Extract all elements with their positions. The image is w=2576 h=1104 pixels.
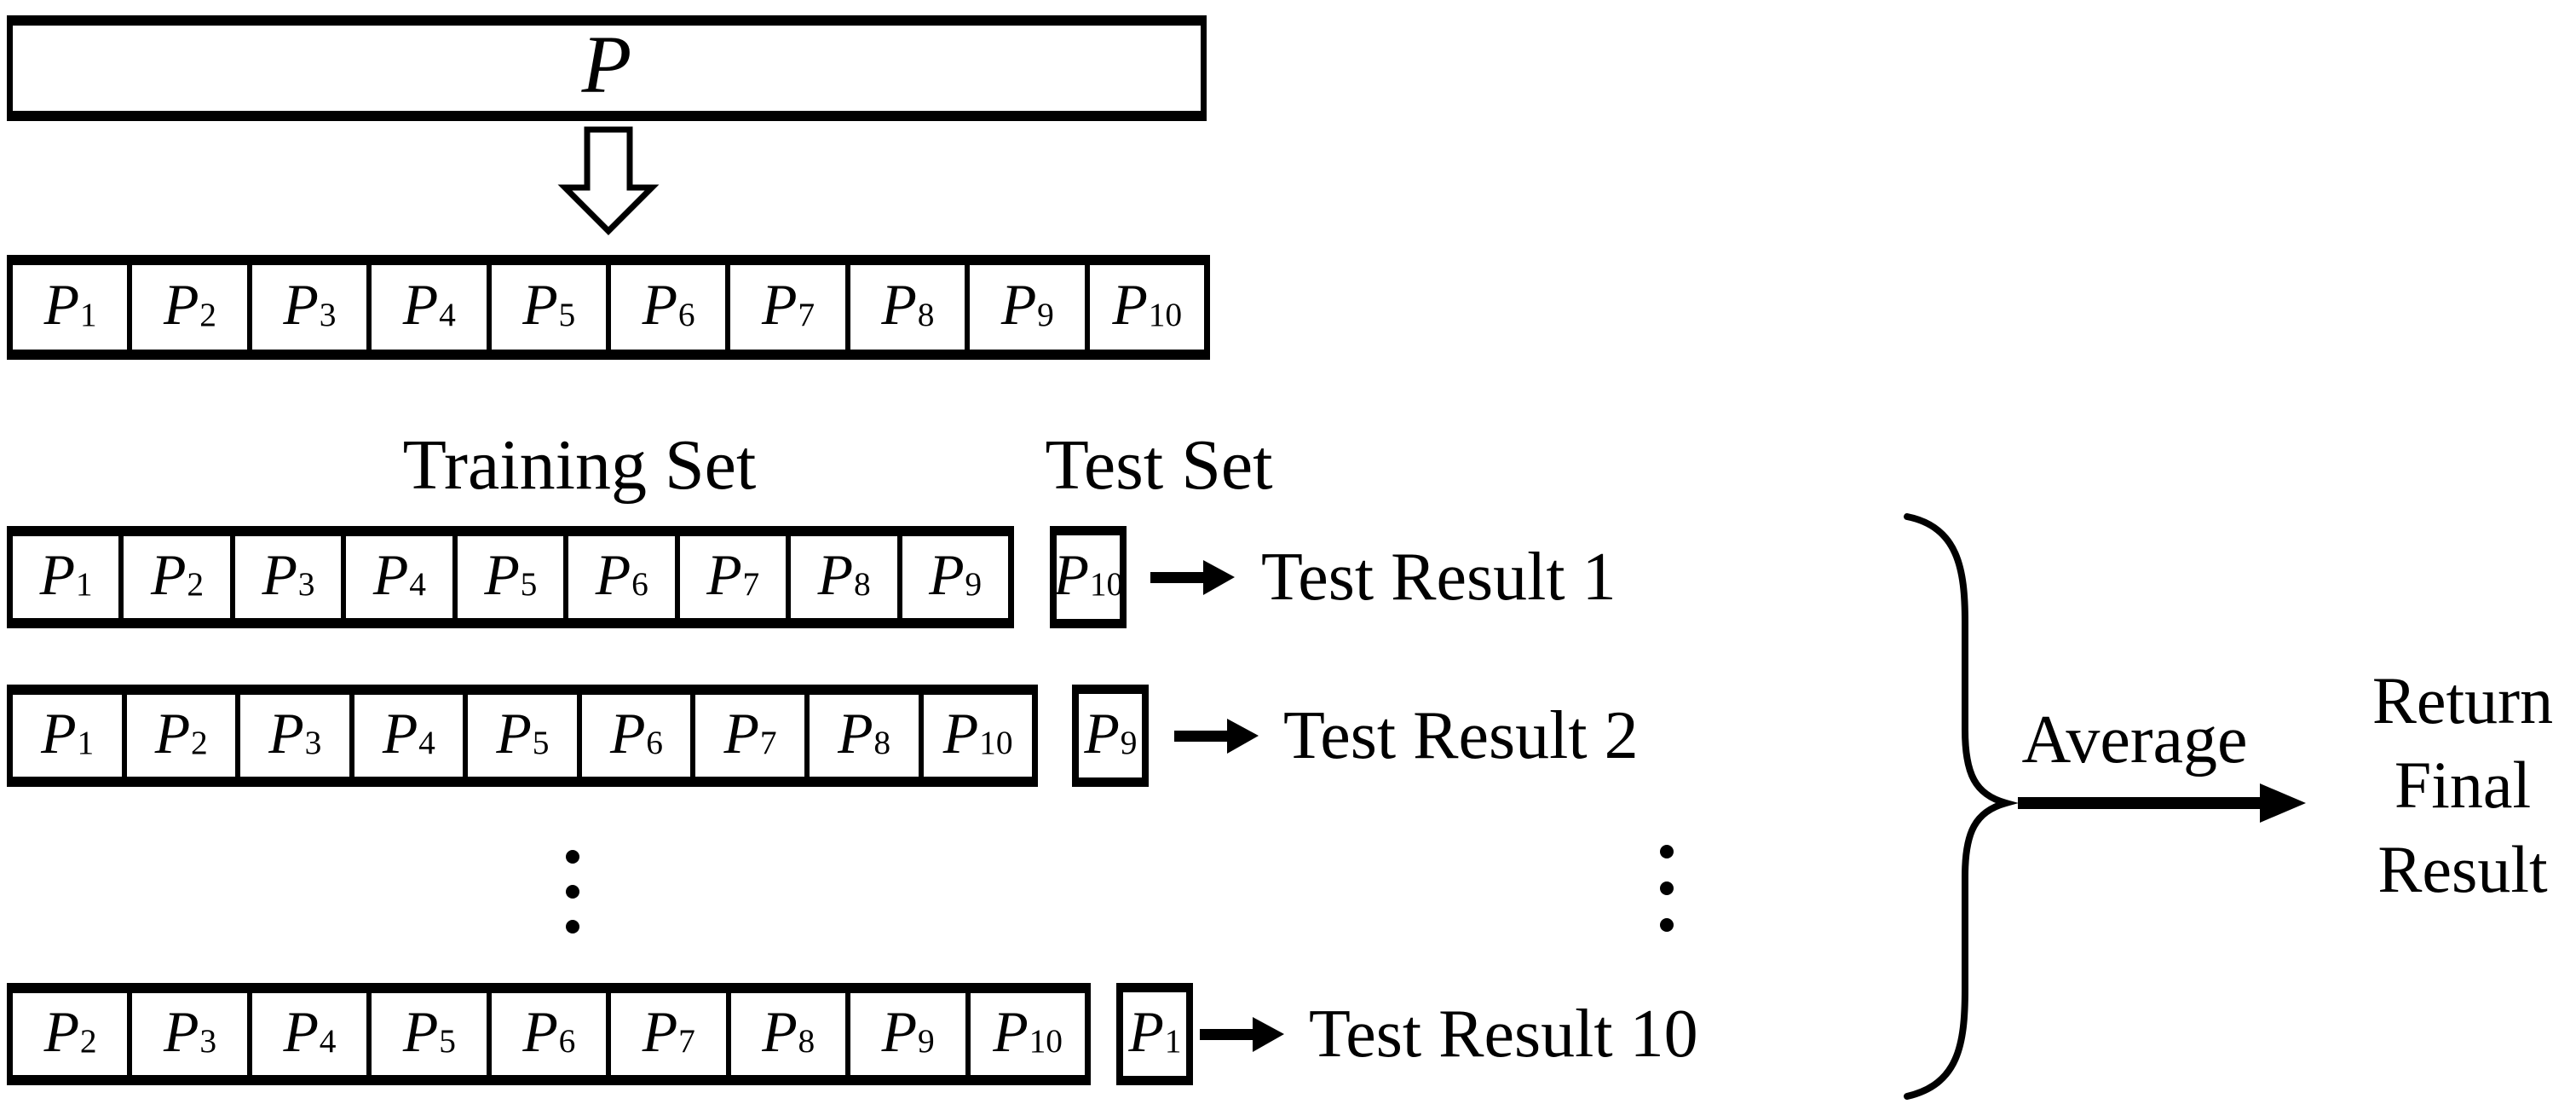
average-arrow-icon: [2018, 783, 2306, 823]
folds-ellipsis-dot: [566, 850, 579, 864]
fold-10-result-label: Test Result 10: [1309, 997, 1698, 1072]
fold-1-arrow-icon: [1150, 560, 1235, 595]
folds-ellipsis-dot: [566, 920, 579, 933]
full-dataset-box: P: [7, 15, 1207, 121]
fold-2-arrow-icon: [1174, 719, 1259, 754]
split-down-arrow-icon: [557, 126, 660, 235]
fold-2-result-label: Test Result 2: [1283, 698, 1639, 773]
final-result-line: Final: [2394, 748, 2532, 822]
average-label: Average: [2021, 702, 2248, 777]
final-result-line: Return: [2371, 663, 2554, 737]
test-set-heading: Test Set: [1045, 425, 1273, 505]
results-ellipsis-dot: [1660, 881, 1674, 895]
results-ellipsis-dot: [1660, 918, 1674, 932]
fold-1-result-label: Test Result 1: [1261, 540, 1616, 615]
final-result-label: Return Final Result: [2339, 658, 2576, 911]
folds-ellipsis-dot: [566, 885, 579, 899]
grouping-brace: [1904, 513, 2019, 1100]
full-dataset-label: P: [581, 18, 632, 110]
final-result-line: Result: [2377, 832, 2548, 906]
results-ellipsis-dot: [1660, 845, 1674, 858]
fold-10-arrow-icon: [1200, 1017, 1284, 1052]
training-set-heading: Training Set: [402, 425, 757, 505]
